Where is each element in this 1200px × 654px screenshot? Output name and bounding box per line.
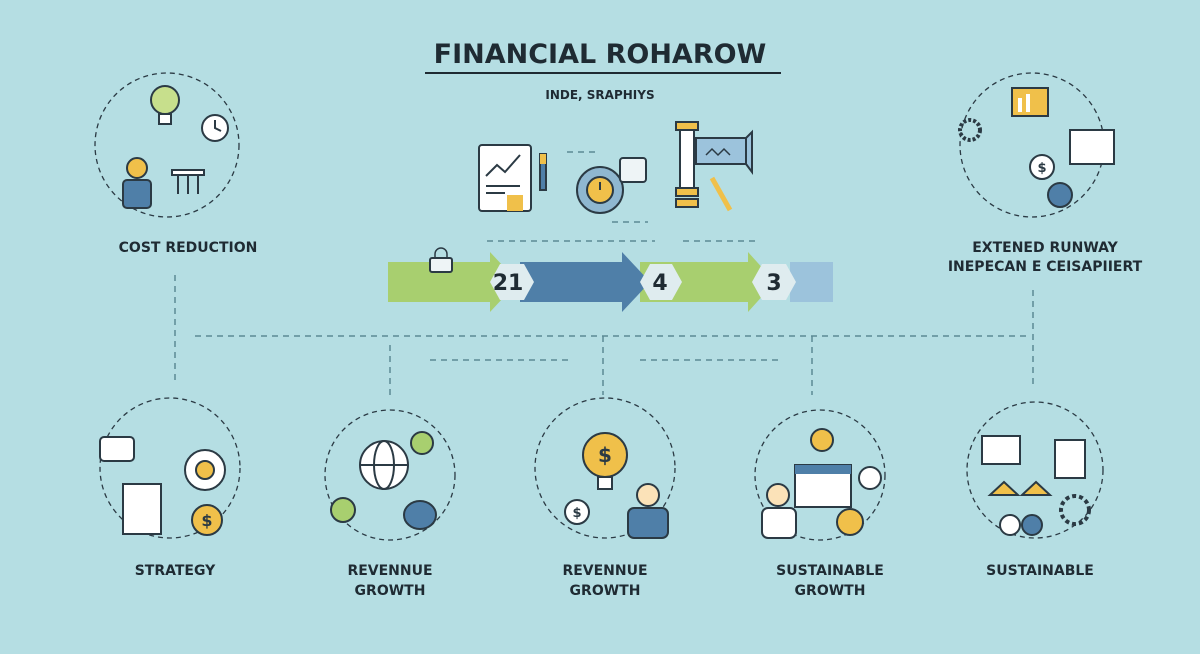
document-icon — [1054, 439, 1086, 479]
node-label: REVENNUE — [347, 563, 432, 579]
chart-board-icon — [1011, 87, 1049, 117]
node-label: SUSTAINABLE — [986, 563, 1094, 579]
arrow-segment-blue — [520, 252, 650, 312]
lock-icon — [429, 247, 453, 273]
node-sustainable-growth: SUSTAINABLE GROWTH — [754, 409, 886, 599]
person-icon — [627, 483, 669, 539]
step-hexagon — [752, 264, 796, 300]
step-hexagon — [490, 264, 534, 300]
dollar-coin-icon — [810, 428, 882, 536]
node-label: GROWTH — [355, 583, 426, 599]
telescope-icon — [675, 121, 753, 212]
node-strategy: $ STRATEGY — [99, 397, 241, 579]
growth-icon — [410, 431, 434, 455]
node-label: INEPECAN E CEISAPIIERT — [948, 259, 1143, 275]
house-icon — [987, 480, 1053, 496]
gear-icon — [1059, 494, 1091, 526]
gauge-icon — [567, 151, 648, 223]
svg-text:$: $ — [572, 506, 581, 521]
bank-icon — [171, 169, 205, 194]
calendar-icon — [794, 464, 852, 508]
document-icon — [1069, 129, 1115, 165]
node-label: GROWTH — [795, 583, 866, 599]
node-sustainable: SUSTAINABLE — [966, 401, 1104, 579]
arrow-segment-green — [388, 252, 518, 312]
clock-icon — [201, 114, 229, 142]
step-number: 4 — [652, 271, 667, 296]
speech-bubble-icon — [99, 436, 135, 462]
node-revenue-growth-2: $ $ REVENNUE GROWTH — [534, 397, 676, 599]
document-chart-icon — [478, 144, 532, 212]
node-cost-reduction: COST REDUCTION — [94, 72, 258, 256]
globe-icon — [359, 440, 409, 490]
node-label: STRATEGY — [135, 563, 216, 579]
node-extended-runway: $ EXTENED RUNWAY INEPECAN E CEISAPIIERT — [948, 72, 1143, 275]
node-label: EXTENED RUNWAY — [972, 240, 1118, 256]
document-icon — [122, 483, 162, 535]
person-icon — [761, 483, 797, 539]
dollar-coin-icon: $ — [564, 499, 590, 525]
process-arrow-band: 21 4 3 — [388, 247, 833, 312]
step-number: 21 — [493, 271, 524, 296]
dollar-coin-icon — [999, 514, 1043, 536]
node-label: GROWTH — [570, 583, 641, 599]
page-title: FINANCIAL ROHAROW — [434, 39, 767, 70]
person-icon — [122, 157, 152, 209]
svg-text:$: $ — [1037, 161, 1046, 176]
target-icon — [184, 449, 226, 491]
dollar-coin-icon: $ — [1029, 154, 1073, 208]
presentation-board-icon — [981, 435, 1021, 465]
subtitle: INDE, SRAPHIYS — [545, 88, 654, 102]
pen-icon — [539, 153, 547, 191]
svg-text:$: $ — [598, 443, 612, 467]
dollar-coin-icon: $ — [191, 504, 223, 536]
arrow-segment-green — [640, 252, 775, 312]
svg-text:$: $ — [201, 511, 212, 530]
node-revenue-growth-1: REVENNUE GROWTH — [324, 409, 456, 599]
node-label: COST REDUCTION — [119, 240, 258, 256]
lightbulb-icon: $ — [582, 432, 628, 490]
step-number: 3 — [766, 271, 781, 296]
gear-icon — [958, 118, 982, 142]
dollar-coin-icon — [330, 497, 356, 523]
node-label: SUSTAINABLE — [776, 563, 884, 579]
lightbulb-icon — [150, 85, 180, 125]
money-bag-icon — [403, 500, 437, 530]
step-hexagon — [640, 264, 682, 300]
node-label: REVENNUE — [562, 563, 647, 579]
connector-lines — [174, 275, 1034, 395]
